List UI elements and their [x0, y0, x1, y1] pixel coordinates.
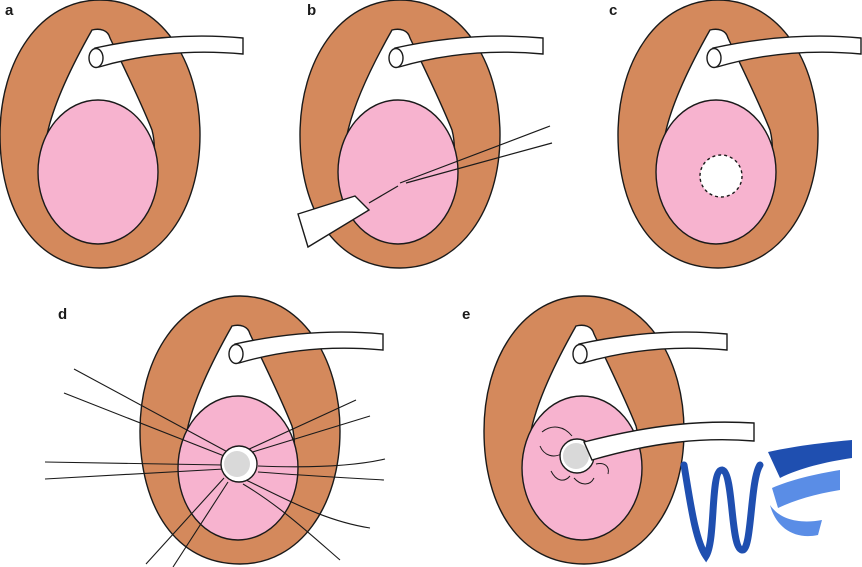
- graft-with-tube: [539, 421, 755, 485]
- panel-label-a: a: [5, 2, 14, 19]
- panel-label-c: c: [609, 2, 618, 19]
- panel-d: [44, 295, 386, 567]
- panel-label-d: d: [58, 306, 68, 323]
- logo-mark: [680, 440, 852, 563]
- panel-label-e: e: [462, 306, 471, 323]
- eye-ring-c: [617, 0, 862, 269]
- panel-label-b: b: [307, 2, 317, 19]
- needle-icon: [297, 125, 553, 249]
- graft-with-sutures: [44, 368, 386, 567]
- eye-ring-d: [139, 295, 384, 565]
- eye-ring-a: [0, 0, 244, 269]
- panel-c: [617, 0, 862, 269]
- cut-circle: [699, 154, 743, 198]
- panel-a: [0, 0, 244, 269]
- panel-e: [483, 295, 755, 565]
- panel-b: [297, 0, 553, 269]
